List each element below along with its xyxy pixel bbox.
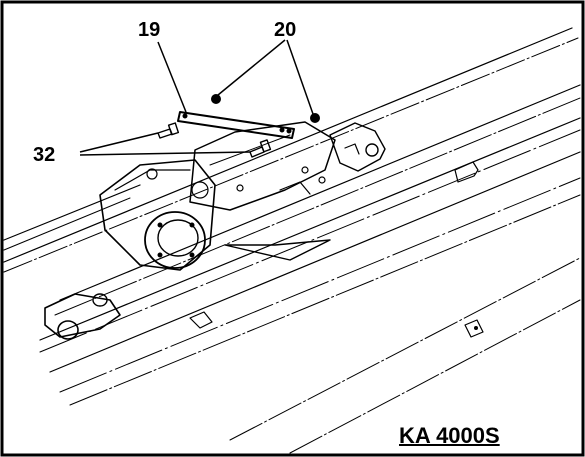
strap: [224, 239, 331, 261]
leader-20a: [217, 39, 286, 96]
part-32-bolt: [157, 122, 180, 139]
rail-line: [289, 299, 581, 454]
rail-line: [54, 97, 581, 316]
rail-line: [59, 84, 581, 301]
leader-32a: [79, 132, 159, 153]
gearbox-cover: [144, 211, 206, 269]
part-20-nut: [310, 113, 320, 123]
part-20-nut: [211, 94, 221, 104]
leader-lines: [79, 39, 314, 156]
model-label: KA 4000S: [399, 423, 500, 448]
machine-frame-drawing: [3, 27, 581, 454]
rail-line: [3, 37, 579, 273]
rail-bracket: [464, 319, 484, 338]
rail-line: [3, 184, 141, 241]
callout-20: 20: [274, 19, 297, 41]
rail-line: [3, 27, 573, 263]
part-19-strap: [177, 111, 295, 139]
leader-20b: [286, 39, 314, 115]
gearbox-housing: [99, 159, 216, 271]
rail-line: [49, 151, 581, 373]
part-32-bolt: [249, 139, 272, 158]
rail-bracket: [454, 161, 479, 183]
callout-19: 19: [138, 19, 161, 41]
rail-line: [69, 194, 581, 406]
rail-line: [39, 129, 581, 353]
rail-line: [229, 257, 581, 441]
center-bracket: [189, 121, 336, 211]
bearing-mount-left: [44, 293, 121, 338]
callout-32: 32: [33, 144, 56, 166]
rail-line: [59, 177, 581, 393]
leader-19: [157, 41, 187, 113]
mount-block-right: [329, 122, 386, 172]
rail-bracket: [189, 311, 213, 329]
rail-line: [39, 117, 581, 341]
leader-32b: [79, 151, 251, 156]
rail-line: [3, 197, 131, 251]
